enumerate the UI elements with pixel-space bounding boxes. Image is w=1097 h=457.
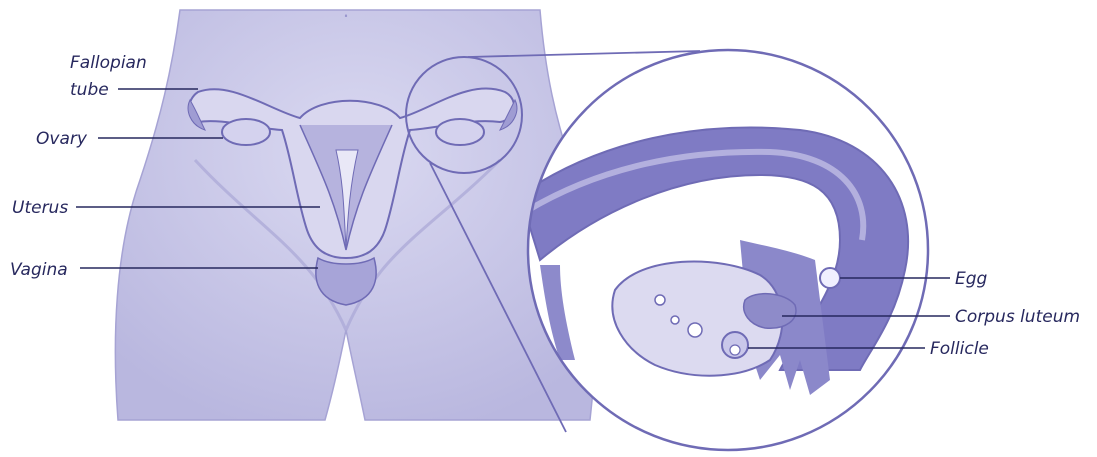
label-fallopian-tube-line1: Fallopian (70, 53, 147, 73)
label-uterus: Uterus (12, 198, 68, 218)
left-ovary (222, 119, 270, 145)
label-fallopian-tube-line2: tube (70, 80, 109, 100)
right-ovary (436, 119, 484, 145)
label-ovary: Ovary (36, 129, 88, 149)
label-follicle: Follicle (930, 339, 989, 359)
label-corpus-luteum: Corpus luteum (955, 307, 1080, 327)
label-egg: Egg (955, 269, 988, 289)
label-vagina: Vagina (10, 260, 68, 280)
egg-shape (820, 268, 840, 288)
